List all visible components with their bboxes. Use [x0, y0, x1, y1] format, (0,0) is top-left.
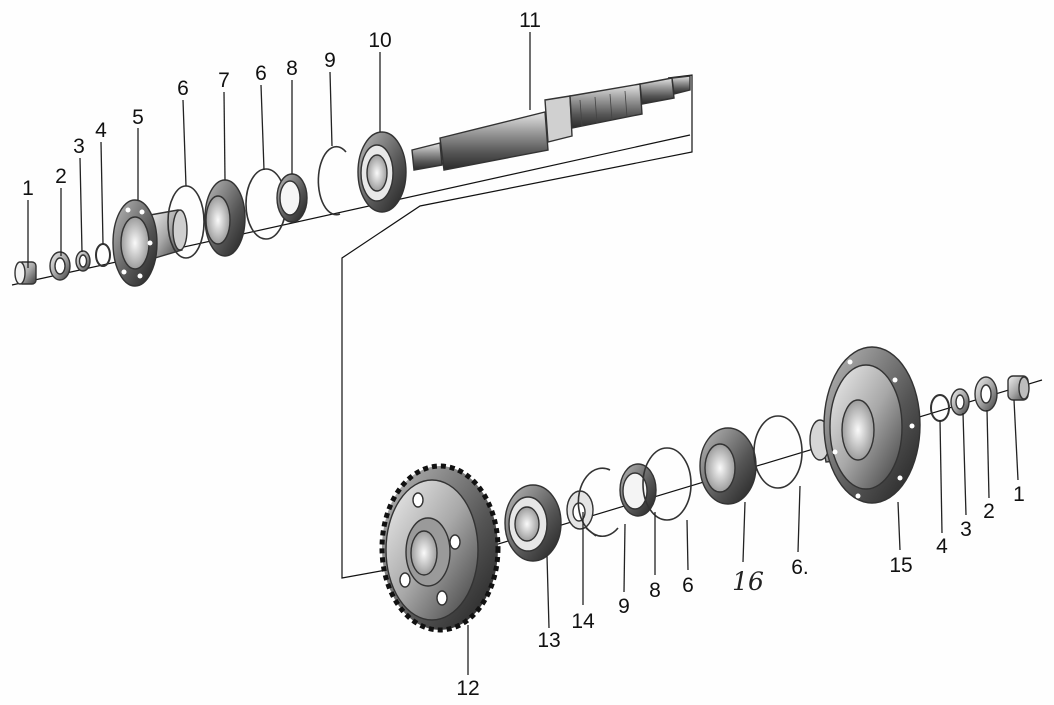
- callout-lower-16: 16: [732, 567, 764, 596]
- callout-lower-8: 8: [649, 579, 661, 602]
- snap-ring-9-lower: [577, 467, 619, 538]
- callout-lower-6b: 6.: [791, 556, 809, 579]
- ball-bearing-10: [357, 131, 407, 213]
- bushing-1-lower: [1007, 375, 1030, 401]
- leader-lines: [27, 32, 1019, 675]
- callout-lower-12: 12: [456, 677, 479, 700]
- ring-8-upper: [276, 173, 308, 223]
- spur-gear-12: [379, 463, 501, 633]
- callout-lower-9: 9: [618, 595, 630, 618]
- ring-6-lower-a: [642, 447, 692, 521]
- ring-6-lower-b: [753, 415, 803, 489]
- flange-cover-15: [809, 346, 921, 504]
- callout-upper-4: 4: [95, 119, 107, 142]
- callout-lower-6a: 6: [682, 574, 694, 597]
- washer-3-lower: [950, 388, 970, 416]
- upper-assembly: [14, 75, 691, 287]
- ring-8-lower: [619, 463, 657, 517]
- callout-lower-1: 1: [1013, 483, 1025, 506]
- snap-ring-9-upper: [317, 145, 347, 216]
- splined-shaft-11: [411, 75, 691, 171]
- callout-upper-6b: 6: [255, 62, 267, 85]
- callout-lower-4: 4: [936, 535, 948, 558]
- callout-lower-2: 2: [983, 500, 995, 523]
- callout-lower-14: 14: [571, 610, 595, 633]
- callout-upper-1: 1: [22, 177, 34, 200]
- ring-4-lower: [930, 394, 950, 422]
- callout-upper-5: 5: [132, 106, 144, 129]
- seal-housing-7: [204, 179, 246, 257]
- callout-upper-10: 10: [368, 29, 391, 52]
- callout-lower-3: 3: [960, 518, 972, 541]
- bushing-1-upper: [14, 261, 37, 285]
- ball-bearing-13: [504, 484, 562, 562]
- washer-2-lower: [974, 376, 998, 412]
- washer-3-upper: [75, 250, 91, 272]
- lower-assembly: [379, 346, 1030, 633]
- callout-upper-8: 8: [286, 57, 298, 80]
- callout-labels: 1 2 3 4 5 6 7 6 8 9 10 11 12 13 14 9 8 6…: [22, 9, 1025, 700]
- lock-washer-14: [566, 490, 597, 537]
- callout-upper-6a: 6: [177, 77, 189, 100]
- ring-4-upper: [95, 243, 111, 267]
- seal-housing-16: [699, 427, 757, 505]
- callout-upper-9: 9: [324, 49, 336, 72]
- flange-hub-5: [112, 199, 188, 287]
- callout-lower-13: 13: [537, 629, 560, 652]
- washer-2-upper: [49, 251, 71, 281]
- callout-lower-15: 15: [889, 554, 912, 577]
- callout-upper-7: 7: [218, 69, 230, 92]
- callout-upper-2: 2: [55, 165, 67, 188]
- callout-upper-3: 3: [73, 135, 85, 158]
- callout-upper-11: 11: [519, 9, 541, 32]
